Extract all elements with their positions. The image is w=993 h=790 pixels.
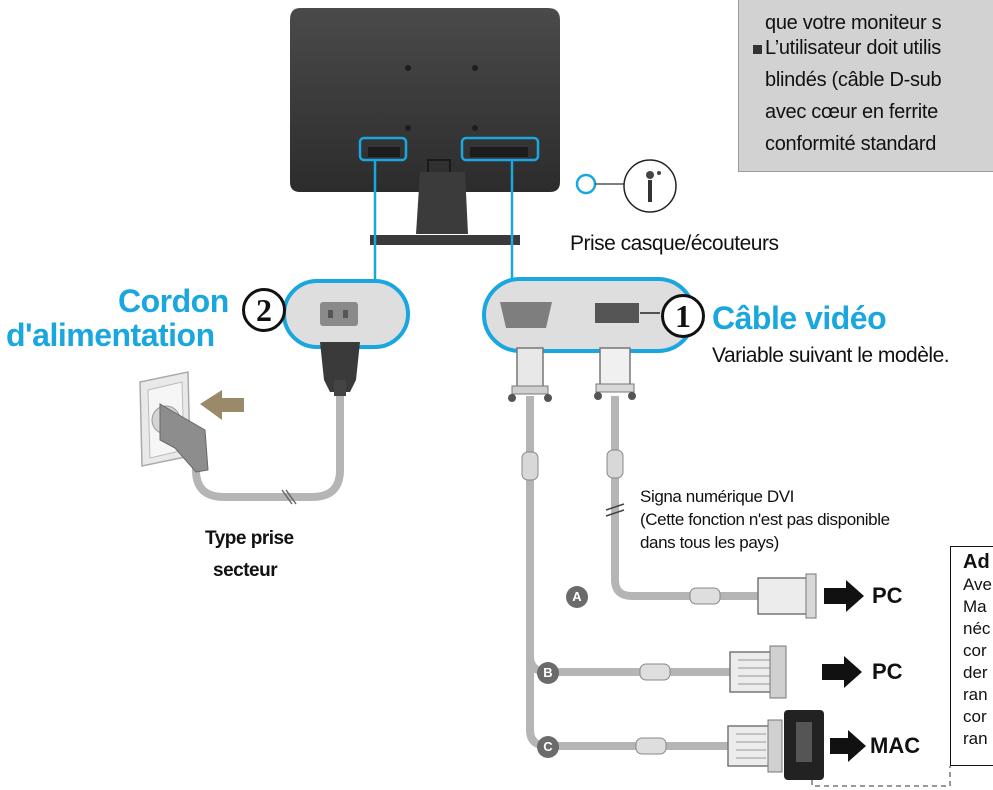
video-cables [526,396,650,750]
target-label-c: MAC [870,733,921,758]
headphone-jack-icon [623,159,677,213]
connector-badge-c: C [537,736,559,758]
connector-b-dsub [729,645,787,699]
adapter-note-title: Ad [963,551,990,573]
note-line-2: L’utilisateur doit utilis [765,37,941,59]
dsub-connector-head [508,347,552,402]
bullet-icon [753,45,762,54]
note-box: que votre moniteur s L’utilisateur doit … [738,0,993,172]
power-cord-cable [192,342,360,505]
video-cable-title: Câble vidéo [712,300,887,336]
connector-c-dsub-mac-adapter [727,710,824,780]
connector-badge-a: A [566,586,588,608]
adapter-note-line: cor [963,707,987,726]
adapter-note-line: Ma [963,597,987,616]
monitor-back [290,8,560,245]
output-arrows [822,580,866,762]
note-line-4: avec cœur en ferrite [765,101,938,123]
adapter-note-box: Ad Ave Ma néc cor der ran cor ran [950,546,993,766]
dvi-note-line2: (Cette fonction n'est pas disponible [640,510,890,529]
adapter-note-line: cor [963,641,987,660]
adapter-note-line: néc [963,619,991,638]
adapter-note-line: ran [963,685,988,704]
callout-number-video: 1 [661,294,705,338]
connector-a-dvi [757,573,817,619]
callout-number-power: 2 [242,288,286,332]
headphone-jack-label: Prise casque/écouteurs [570,232,779,255]
insert-arrow-icon [200,390,244,420]
power-cord-title-line2: d'alimentation [6,317,215,353]
outlet-type-line1: Type prise [205,528,294,549]
dvi-connector-head [594,347,636,400]
adapter-note-line: ran [963,729,988,748]
outlet-type-line2: secteur [213,560,278,581]
note-line-3: blindés (câble D-sub [765,69,942,91]
note-line-1: que votre moniteur s [765,12,942,34]
note-line-5: conformité standard [765,133,937,155]
target-label-a: PC [872,583,903,608]
dvi-note-line1: Signa numérique DVI [640,487,794,506]
wall-outlet-icon [139,371,209,473]
target-label-b: PC [872,659,903,684]
dvi-note-line3: dans tous les pays) [640,533,779,552]
adapter-note-line: Ave [963,575,992,594]
power-cord-title-line1: Cordon [118,283,229,319]
adapter-note-line: der [963,663,988,682]
power-port-callout [282,279,410,349]
connector-badge-b: B [537,662,559,684]
video-cable-note: Variable suivant le modèle. [712,344,950,367]
